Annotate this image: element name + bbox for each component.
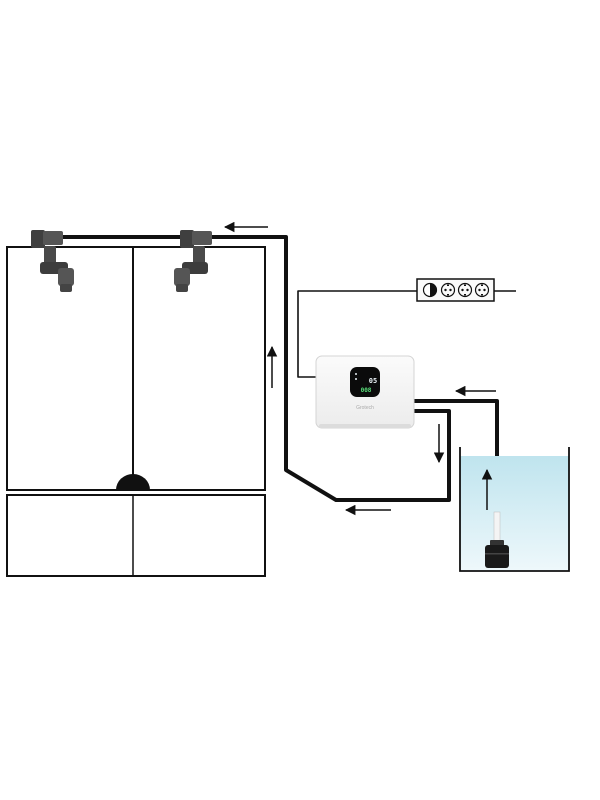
aquarium-cabinet [6, 246, 266, 577]
controller-display-sub: 008 [361, 387, 372, 394]
controller-display [350, 367, 380, 397]
reservoir-container [459, 447, 570, 572]
return-nozzle-icon [31, 230, 74, 292]
power-socket-icon [416, 278, 495, 302]
status-led-icon [355, 378, 357, 380]
flow-arrows [223, 221, 496, 516]
aquarium-tank [6, 246, 266, 491]
controller-unit: 05 008 Grotech [315, 355, 415, 429]
supply-tube [60, 235, 451, 502]
controller-display-main: 05 [369, 377, 377, 385]
status-led-icon [355, 373, 357, 375]
controller-brand: Grotech [356, 405, 374, 411]
overflow-dome [116, 474, 150, 490]
pump-icon [485, 540, 509, 568]
reservoir-water [460, 456, 569, 571]
aquarium-stand [6, 494, 266, 577]
reservoir-walls [459, 447, 570, 572]
return-nozzle-icon [174, 230, 212, 292]
power-cable [297, 290, 428, 378]
